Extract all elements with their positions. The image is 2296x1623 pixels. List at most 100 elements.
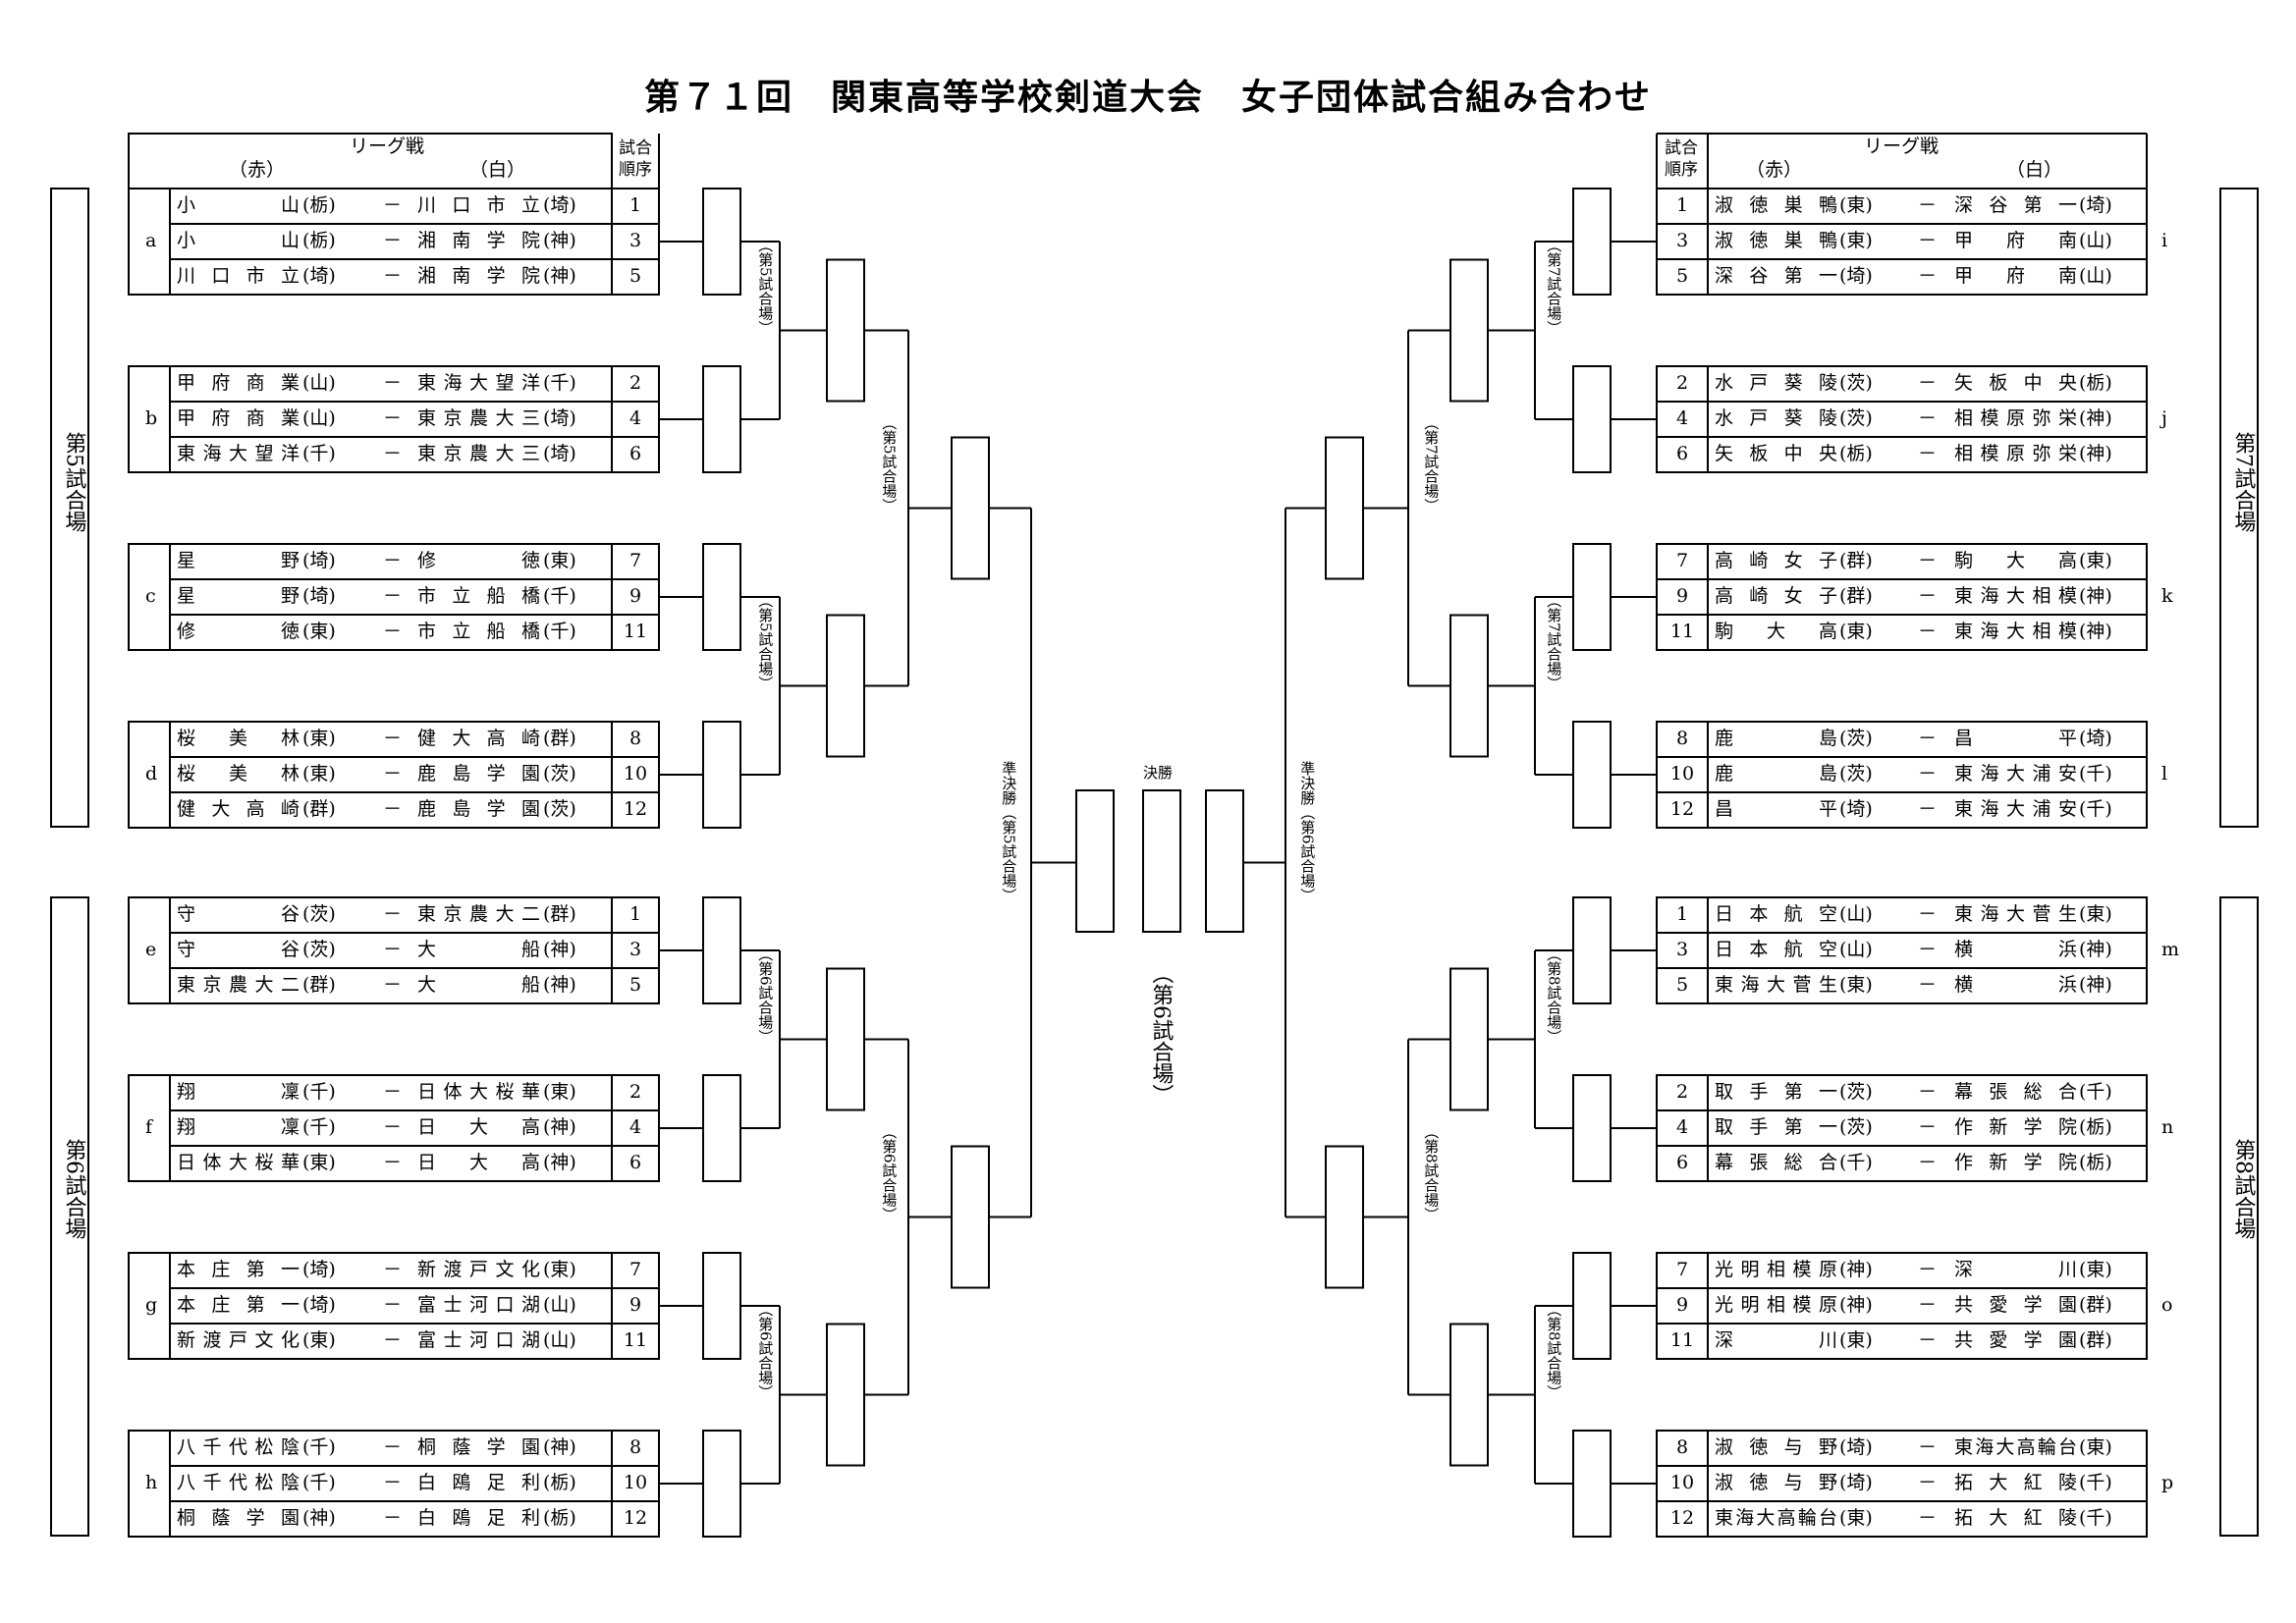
match-order: 10 [1669, 1472, 1695, 1493]
round-venue-label: （第6試合場） [756, 946, 775, 1045]
group-label: e [145, 939, 157, 960]
match-order: 4 [629, 407, 642, 429]
red-prefecture: (東) [302, 763, 336, 784]
vs-dash: － [1918, 939, 1938, 960]
white-prefecture: (栃) [2079, 1152, 2112, 1173]
match-order: 2 [629, 1081, 642, 1103]
vs-dash: － [383, 1436, 403, 1458]
white-prefecture: (山) [2079, 230, 2112, 251]
round-venue-label: （第7試合場） [1545, 237, 1563, 336]
match-order: 5 [1675, 265, 1689, 287]
red-prefecture: (埼) [302, 550, 336, 571]
match-order: 6 [629, 443, 642, 464]
vs-dash: － [1918, 1294, 1938, 1316]
red-school: 甲府商業 [177, 407, 300, 429]
vs-dash: － [383, 728, 403, 749]
match-order: 7 [1675, 1259, 1689, 1280]
vs-dash: － [1918, 1259, 1938, 1280]
match-order: 9 [1675, 1294, 1689, 1316]
white-prefecture: (神) [543, 939, 576, 960]
red-school: 東海大望洋 [177, 443, 300, 464]
red-prefecture: (千) [302, 1116, 336, 1138]
white-school: 市立船橋 [417, 621, 540, 642]
match-order: 9 [629, 585, 642, 607]
red-prefecture: (東) [302, 1152, 336, 1173]
red-school: 光明相模原 [1715, 1259, 1837, 1280]
vs-dash: － [383, 372, 403, 394]
group-winner-box [702, 1252, 741, 1360]
match-order: 1 [1675, 194, 1689, 216]
red-prefecture: (栃) [1839, 443, 1873, 464]
group-label: f [145, 1116, 153, 1138]
red-school: 健大高崎 [177, 798, 300, 820]
white-prefecture: (神) [2079, 407, 2112, 429]
match-order: 1 [1675, 903, 1689, 925]
red-school: 翔凜 [177, 1081, 300, 1103]
group-winner-box [702, 543, 741, 651]
white-school: 甲府南 [1954, 230, 2077, 251]
group-label: d [145, 763, 158, 784]
white-school: 東海大浦安 [1954, 763, 2077, 784]
left-header-league: リーグ戦 [350, 135, 425, 157]
white-prefecture: (栃) [543, 1472, 576, 1493]
match-order: 7 [629, 550, 642, 571]
white-prefecture: (東) [543, 1081, 576, 1103]
group-winner-box [702, 1430, 741, 1538]
white-school: 東海大相模 [1954, 585, 2077, 607]
round2-box [1449, 1323, 1489, 1467]
group-winner-box [1572, 1074, 1612, 1182]
red-prefecture: (埼) [302, 1294, 336, 1316]
white-prefecture: (千) [543, 621, 576, 642]
vs-dash: － [383, 1116, 403, 1138]
white-prefecture: (東) [2079, 1259, 2112, 1280]
group-label: o [2161, 1294, 2173, 1316]
white-prefecture: (群) [2079, 1294, 2112, 1316]
red-school: 本庄第一 [177, 1259, 300, 1280]
group-winner-box [702, 365, 741, 473]
red-prefecture: (千) [302, 443, 336, 464]
white-prefecture: (神) [543, 230, 576, 251]
white-school: 修徳 [417, 550, 540, 571]
red-school: 日本航空 [1715, 903, 1837, 925]
red-prefecture: (栃) [302, 194, 336, 216]
group-label: j [2161, 407, 2167, 429]
red-prefecture: (神) [1839, 1259, 1873, 1280]
red-prefecture: (茨) [1839, 372, 1873, 394]
round-venue-label: （第5試合場） [756, 592, 775, 691]
white-prefecture: (千) [543, 585, 576, 607]
red-prefecture: (茨) [1839, 407, 1873, 429]
white-school: 駒大高 [1954, 550, 2077, 571]
group-winner-box [1572, 543, 1612, 651]
white-school: 作新学院 [1954, 1152, 2077, 1173]
match-order: 12 [1669, 798, 1695, 820]
vs-dash: － [1918, 265, 1938, 287]
semifinal-box-left [1075, 789, 1115, 933]
venue-box-8 [2219, 896, 2259, 1537]
round-venue-label: （第5試合場） [880, 414, 899, 514]
white-prefecture: (神) [543, 974, 576, 996]
vs-dash: － [1918, 1152, 1938, 1173]
red-school: 小山 [177, 194, 300, 216]
red-prefecture: (群) [302, 798, 336, 820]
red-school: 八千代松陰 [177, 1472, 300, 1493]
vs-dash: － [383, 903, 403, 925]
white-prefecture: (栃) [543, 1507, 576, 1529]
vs-dash: － [383, 1259, 403, 1280]
white-school: 市立船橋 [417, 585, 540, 607]
vs-dash: － [1918, 1329, 1938, 1351]
round2-box [1449, 258, 1489, 403]
white-school: 東海大浦安 [1954, 798, 2077, 820]
white-prefecture: (埼) [543, 407, 576, 429]
left-header-order: 試合順序 [619, 138, 652, 181]
vs-dash: － [383, 194, 403, 216]
red-prefecture: (埼) [1839, 1436, 1873, 1458]
red-prefecture: (東) [1839, 1329, 1873, 1351]
white-prefecture: (埼) [543, 194, 576, 216]
group-winner-box [702, 1074, 741, 1182]
left-header-white: （白） [469, 159, 526, 181]
white-school: 矢板中央 [1954, 372, 2077, 394]
round3-box [1325, 436, 1364, 580]
white-school: 大船 [417, 974, 540, 996]
group-label: p [2161, 1472, 2174, 1493]
red-prefecture: (東) [302, 728, 336, 749]
